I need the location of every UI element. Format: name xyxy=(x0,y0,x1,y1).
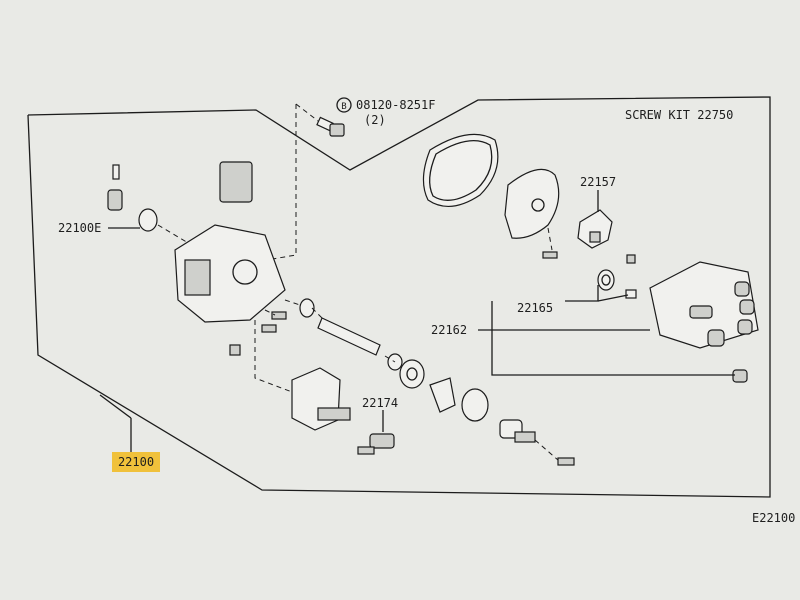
bolt-08120-8251f[interactable] xyxy=(316,116,345,137)
bearing[interactable] xyxy=(399,359,425,389)
small-pin[interactable] xyxy=(626,254,636,264)
shaft-washer[interactable] xyxy=(299,298,315,318)
thrust-washer[interactable] xyxy=(461,388,489,422)
highlight-22100 xyxy=(112,452,160,472)
ignition-module[interactable] xyxy=(219,161,253,203)
cap-screw[interactable] xyxy=(732,369,748,383)
cap-gasket[interactable] xyxy=(422,133,499,207)
small-bolt[interactable] xyxy=(625,289,637,299)
label-22174: 22174 xyxy=(362,396,398,410)
o-ring-22100e[interactable] xyxy=(138,208,158,232)
drive-gear[interactable] xyxy=(499,419,536,443)
block-screw[interactable] xyxy=(357,446,375,455)
gear-screw[interactable] xyxy=(557,457,575,466)
figure-code: E22100 xyxy=(752,511,795,525)
vent-pin[interactable] xyxy=(112,164,120,180)
housing-lower-leader xyxy=(254,320,293,393)
housing-screw-2[interactable] xyxy=(261,324,277,333)
main-shaft[interactable] xyxy=(317,317,381,356)
screw-kit-label: SCREW KIT 22750 xyxy=(625,108,733,122)
seal-ring[interactable] xyxy=(597,269,615,291)
bolt-leader-top xyxy=(295,103,323,125)
housing-screw-3[interactable] xyxy=(229,344,241,356)
governor-block[interactable] xyxy=(291,367,351,431)
label-22165: 22165 xyxy=(517,301,553,315)
rotor-screw[interactable] xyxy=(542,251,558,259)
leader-22165 xyxy=(565,285,599,302)
spring-22174[interactable] xyxy=(369,433,395,449)
distributor-housing[interactable] xyxy=(174,224,286,323)
assembly-boundary xyxy=(27,96,771,498)
label-22100e: 22100E xyxy=(58,221,101,235)
bolt-marker-letter: B xyxy=(341,102,346,112)
label-22162: 22162 xyxy=(431,323,467,337)
drive-coupling[interactable] xyxy=(429,377,456,413)
label-22100[interactable]: 22100 xyxy=(117,455,155,469)
rotor-leader xyxy=(547,227,553,251)
part-22157[interactable] xyxy=(577,209,613,249)
label-22157: 22157 xyxy=(580,175,616,189)
bolt-quantity: (2) xyxy=(364,113,386,127)
distributor-cap[interactable] xyxy=(649,261,759,349)
vent-cap[interactable] xyxy=(107,189,123,211)
bolt-marker-circle xyxy=(336,97,352,113)
bolt-part-number: 08120-8251F xyxy=(356,98,435,112)
housing-screw-1[interactable] xyxy=(271,311,287,320)
